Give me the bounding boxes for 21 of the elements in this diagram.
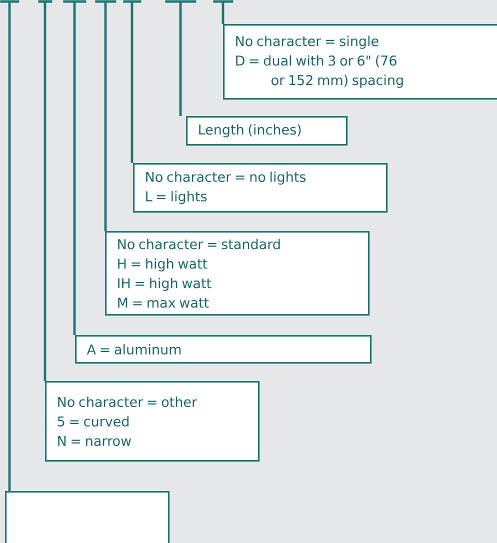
- key-box: [5, 491, 170, 543]
- code-position-bar: [165, 0, 196, 3]
- code-position-bar: [63, 0, 86, 3]
- code-key-box: No character = other 5 = curved N = narrow: [45, 381, 260, 462]
- code-key-box: Length (inches): [186, 116, 348, 146]
- code-position-bar: [95, 0, 116, 3]
- leader-line: [130, 1, 134, 163]
- code-position-bar: [213, 0, 234, 3]
- code-position-bar: [123, 0, 142, 3]
- code-key-box: No character = no lights L = lights: [133, 163, 388, 213]
- leader-line: [8, 1, 11, 491]
- leader-line: [179, 1, 182, 116]
- leader-line: [73, 1, 76, 335]
- leader-line: [104, 1, 107, 231]
- leader-line: [222, 1, 224, 24]
- code-key-box: No character = standard H = high watt IH = high watt M = max watt: [105, 231, 370, 316]
- code-key-box: A = aluminum: [75, 335, 372, 364]
- code-position-bar: [0, 0, 20, 3]
- code-position-bar: [38, 0, 52, 3]
- code-key-box: No character = single D = dual with 3 or 6" (76 or 152 mm) spacing: [223, 24, 497, 100]
- leader-line: [44, 1, 46, 381]
